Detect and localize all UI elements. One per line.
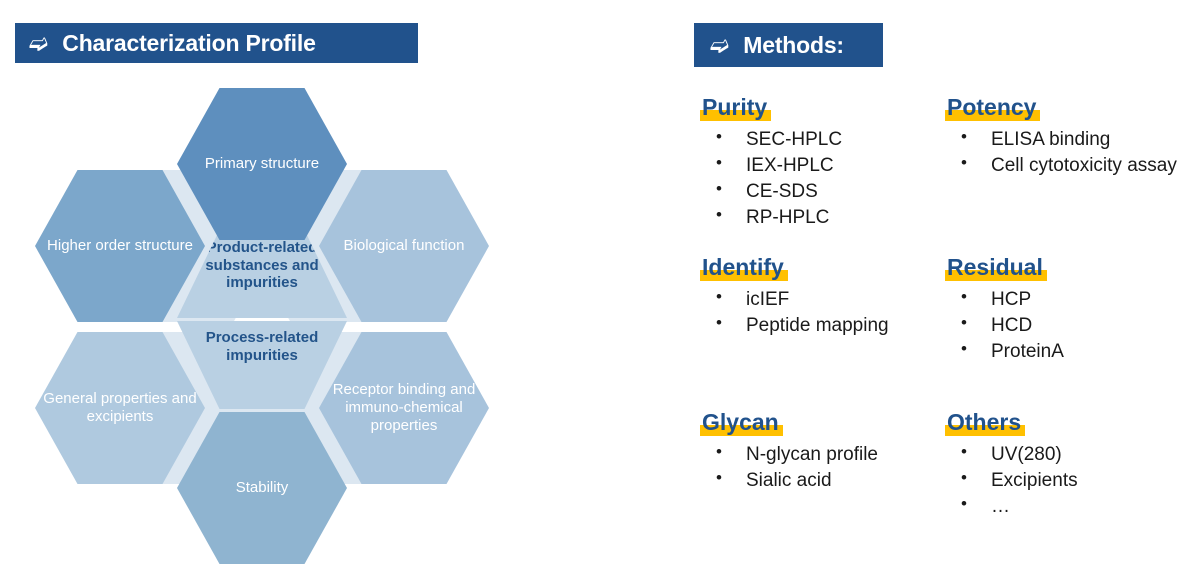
list-item: Peptide mapping (700, 312, 932, 338)
list-item: ELISA binding (945, 126, 1177, 152)
list-item: HCD (945, 312, 1177, 338)
chevron-right-arrow-icon: ➫ (710, 31, 730, 58)
method-block-glycan: Glycan N-glycan profile Sialic acid (700, 410, 932, 494)
method-item-list: N-glycan profile Sialic acid (700, 441, 932, 493)
method-category-title: Potency (945, 95, 1041, 121)
method-category-title: Identify (700, 255, 788, 281)
hexagon-general-properties-and-excipients[interactable]: General properties and excipients (35, 332, 205, 484)
list-item: … (945, 493, 1177, 519)
list-item: Cell cytotoxicity assay (945, 152, 1177, 178)
method-block-purity: Purity SEC-HPLC IEX-HPLC CE-SDS RP-HPLC (700, 95, 932, 231)
method-category-title: Glycan (700, 410, 783, 436)
methods-grid: Purity SEC-HPLC IEX-HPLC CE-SDS RP-HPLC … (700, 95, 1180, 545)
list-item: Excipients (945, 467, 1177, 493)
hexagon-label: Higher order structure (47, 237, 193, 255)
methods-title: Methods: (743, 31, 844, 58)
list-item: SEC-HPLC (700, 126, 932, 152)
hexagon-label: General properties and excipients (43, 390, 197, 425)
hexagon-label: Process-related impurities (205, 329, 319, 364)
method-block-identify: Identify icIEF Peptide mapping (700, 255, 932, 339)
hexagon-biological-function[interactable]: Biological function (319, 170, 489, 322)
chevron-right-arrow-icon: ➫ (29, 29, 49, 56)
method-category-title: Residual (945, 255, 1047, 281)
method-item-list: icIEF Peptide mapping (700, 286, 932, 338)
method-category-title: Others (945, 410, 1026, 436)
method-block-potency: Potency ELISA binding Cell cytotoxicity … (945, 95, 1177, 179)
list-item: HCP (945, 286, 1177, 312)
methods-header: ➫ Methods: (694, 23, 883, 67)
method-item-list: UV(280) Excipients … (945, 441, 1177, 519)
list-item: IEX-HPLC (700, 152, 932, 178)
hexagon-label: Biological function (343, 237, 465, 255)
hexagon-label: Receptor binding and immuno-chemical pro… (332, 381, 476, 434)
hexagon-label: Stability (235, 479, 289, 497)
method-block-residual: Residual HCP HCD ProteinA (945, 255, 1177, 365)
list-item: icIEF (700, 286, 932, 312)
method-item-list: ELISA binding Cell cytotoxicity assay (945, 126, 1177, 178)
method-block-others: Others UV(280) Excipients … (945, 410, 1177, 520)
hexagon-label: Primary structure (204, 155, 320, 173)
method-item-list: SEC-HPLC IEX-HPLC CE-SDS RP-HPLC (700, 126, 932, 230)
hexagon-receptor-binding-and-immunochemical-properties[interactable]: Receptor binding and immuno-chemical pro… (319, 332, 489, 484)
hexagon-label: Product-related substances and impuritie… (205, 239, 319, 292)
page-title: Characterization Profile (62, 29, 316, 56)
list-item: CE-SDS (700, 178, 932, 204)
method-item-list: HCP HCD ProteinA (945, 286, 1177, 364)
list-item: ProteinA (945, 338, 1177, 364)
list-item: N-glycan profile (700, 441, 932, 467)
characterization-profile-header: ➫ Characterization Profile (15, 23, 418, 63)
list-item: UV(280) (945, 441, 1177, 467)
characterization-hexagon-diagram: Higher order structure Biological functi… (18, 82, 489, 564)
list-item: RP-HPLC (700, 204, 932, 230)
list-item: Sialic acid (700, 467, 932, 493)
method-category-title: Purity (700, 95, 772, 121)
